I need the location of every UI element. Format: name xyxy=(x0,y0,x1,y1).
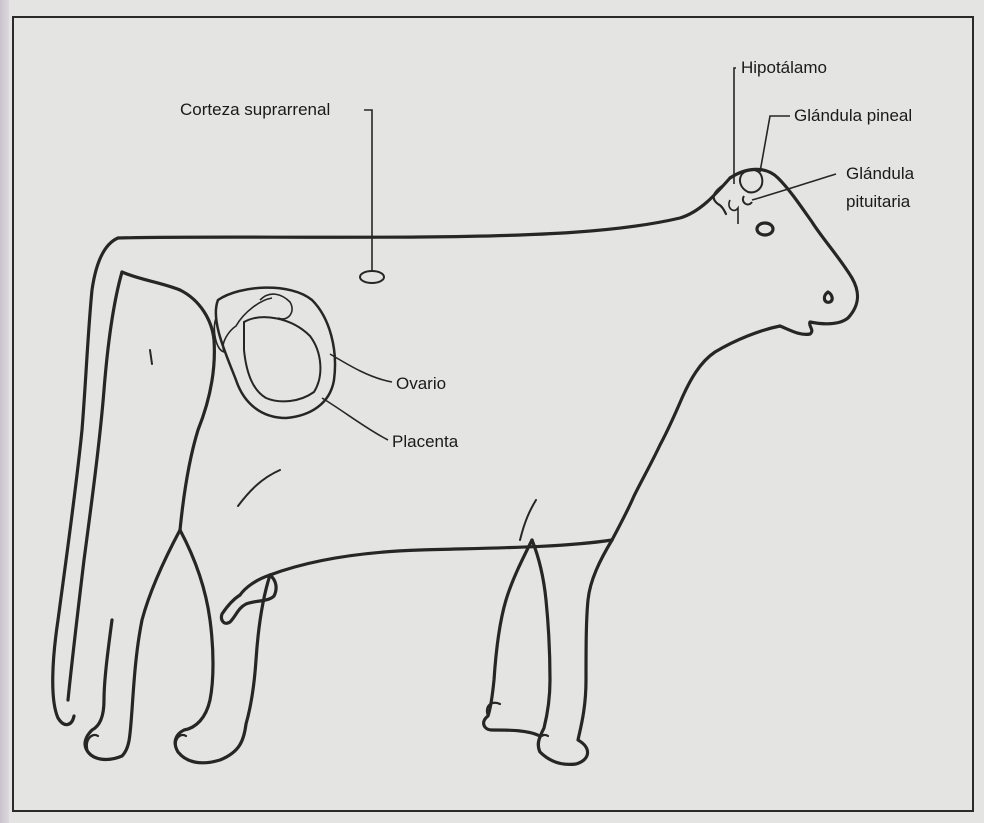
cow-neck-outline xyxy=(612,326,780,540)
cow-front-leg-left xyxy=(484,540,540,736)
cow-shoulder xyxy=(520,500,536,540)
label-pineal-gland: Glándula pineal xyxy=(794,106,912,126)
label-hypothalamus: Hipotálamo xyxy=(741,58,827,78)
pituitary-shape xyxy=(743,196,752,204)
pineal-shape xyxy=(740,170,762,192)
leader-pineal xyxy=(760,116,790,172)
label-ovary: Ovario xyxy=(396,374,446,394)
adrenal-cortex-shape xyxy=(360,271,384,283)
leader-ovary xyxy=(330,354,392,382)
cow-hind-leg-left xyxy=(85,530,180,759)
label-adrenal-cortex: Corteza suprarrenal xyxy=(180,100,330,120)
label-placenta: Placenta xyxy=(392,432,458,452)
cow-eye xyxy=(757,223,773,235)
label-pituitary-line2: pituitaria xyxy=(846,192,910,212)
cow-nostril xyxy=(824,292,832,302)
cow-front-leg-right xyxy=(532,540,612,764)
cow-belly-outline xyxy=(240,540,612,595)
leader-hypothalamus xyxy=(734,68,736,184)
cow-rump-front xyxy=(122,272,180,290)
cow-head-outline xyxy=(730,169,858,334)
ovary-shape xyxy=(244,317,320,401)
cow-rump xyxy=(180,290,214,530)
placenta-shape xyxy=(216,288,335,418)
leader-placenta xyxy=(322,398,388,440)
cow-flank xyxy=(238,470,280,506)
cow-back-outline xyxy=(118,178,730,238)
label-pituitary-line1: Glándula xyxy=(846,164,914,184)
cow-hind-leg-right xyxy=(175,530,270,763)
leader-adrenal xyxy=(364,110,372,270)
